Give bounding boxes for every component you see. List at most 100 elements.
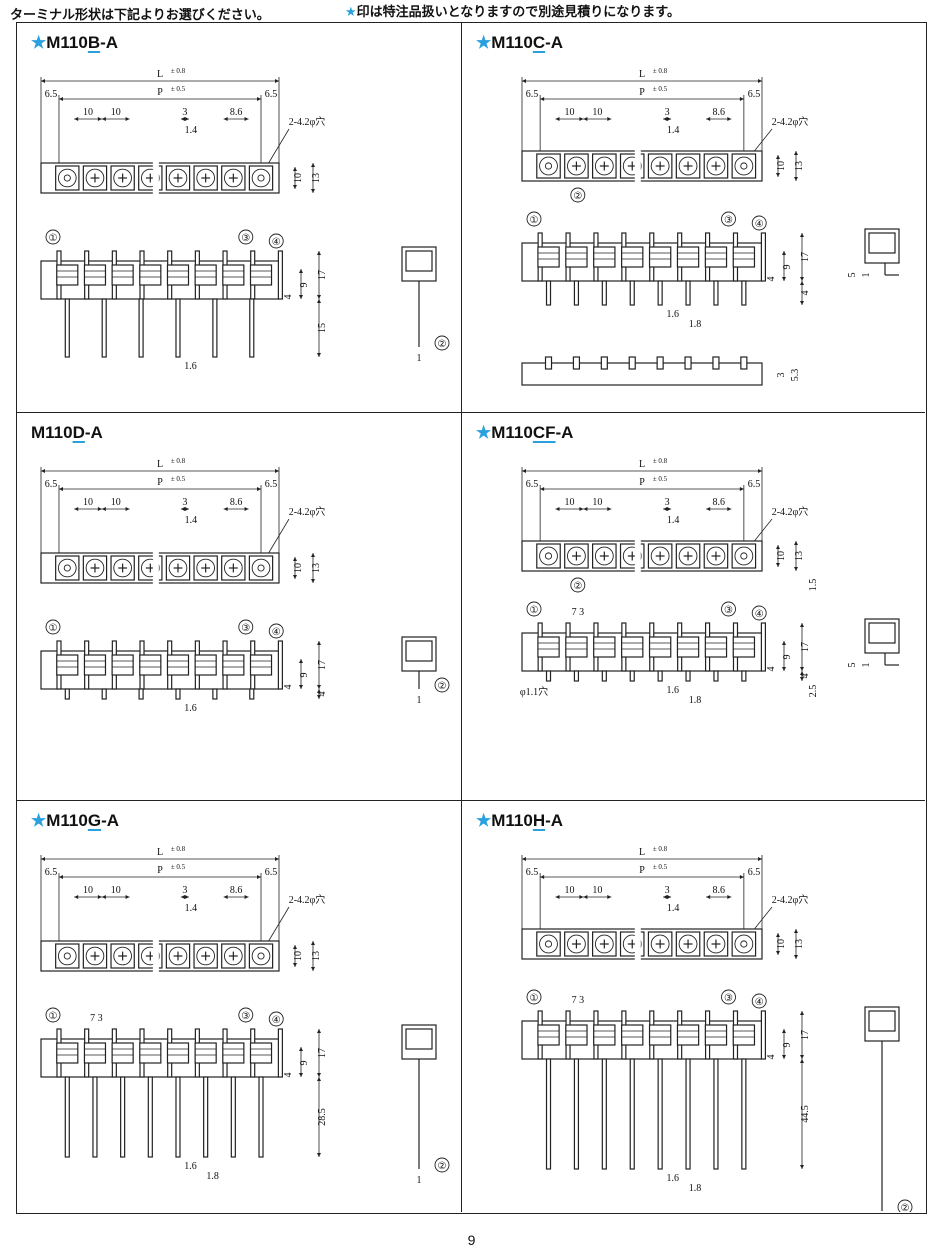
lead-pin [212, 688, 218, 700]
end-view-window [868, 1010, 896, 1032]
callout-3-circle [721, 211, 736, 227]
screw-side [139, 1042, 162, 1064]
dim-hole-label: 2-4.2φ穴 [772, 115, 809, 128]
callout-1: ① [530, 605, 539, 616]
lead-pin [629, 670, 635, 682]
dim-h4-label: 4 [766, 1055, 777, 1060]
end-view-window [405, 640, 433, 662]
dim-h4-label: 4 [283, 1073, 294, 1078]
dim-bottom-3-label: 3 [776, 373, 787, 378]
dim-lead-label: 28.5 [317, 1108, 328, 1126]
callout-2-circle [434, 677, 450, 693]
dim-pitch-1-label: 10 [564, 497, 574, 508]
lead-pin [545, 1058, 552, 1170]
screw-side [676, 636, 700, 658]
mount-hole-hole [544, 940, 553, 948]
dim-1-6-label: 1.6 [184, 703, 197, 714]
dim-2-5-label: 2.5 [808, 685, 819, 698]
bottom-pin [628, 356, 636, 370]
end-view-window [868, 232, 896, 254]
plan-break [152, 939, 159, 973]
callout-4-circle [268, 623, 284, 639]
star-icon: ★ [476, 811, 492, 830]
lead-pin [203, 1076, 209, 1158]
dim-h17-label: 17 [317, 660, 328, 670]
lead-pin [713, 1058, 719, 1170]
lead-pin [573, 280, 580, 306]
dim-L-tol: ± 0.8 [171, 845, 186, 853]
callout-3-circle [238, 619, 254, 635]
dim-1-6-label: 1.6 [184, 361, 197, 372]
mount-hole-hole [63, 564, 71, 572]
dim-pitch-2-label: 10 [592, 885, 602, 896]
callout-2: ② [438, 681, 447, 692]
plan-break [634, 927, 641, 961]
star-icon: ★ [31, 33, 47, 52]
dim-L-label: L [157, 69, 163, 80]
screw-side [704, 1024, 728, 1046]
callout-1-circle [45, 229, 61, 245]
panel-title: ★M110CF-A [476, 423, 574, 442]
dim-P-label: P [639, 865, 645, 876]
dim-L-tol: ± 0.8 [653, 457, 668, 465]
callout-3: ③ [241, 233, 250, 244]
dim-pitch-2-label: 10 [111, 107, 121, 118]
callout-3: ③ [241, 623, 250, 634]
screw-side [111, 654, 134, 676]
lead-pin [249, 298, 255, 358]
lead-pin [138, 298, 144, 358]
screw-side [676, 246, 700, 268]
dim-8-6-label: 8.6 [230, 497, 243, 508]
callout-2: ② [438, 339, 447, 350]
panel-title: ★M110H-A [476, 811, 564, 830]
screw-side [83, 264, 107, 286]
lead-pin [64, 688, 70, 700]
lead-pin [657, 280, 663, 306]
callout-1: ① [49, 1011, 58, 1022]
lead-pin [741, 280, 747, 306]
dim-h4-label: 4 [766, 667, 777, 672]
dim-8-6-label: 8.6 [712, 107, 725, 118]
lead-pin [657, 670, 663, 682]
lead-pin [629, 280, 635, 306]
barrier [277, 640, 283, 690]
plan-break [634, 539, 641, 573]
bottom-pin [572, 356, 581, 370]
lead-pin [64, 298, 70, 358]
panel-title: M110D-A [31, 423, 103, 442]
dim-L-tol: ± 0.8 [171, 67, 186, 75]
callout-4-circle [751, 993, 767, 1009]
screw-side [249, 264, 273, 286]
dim-3-label: 3 [182, 107, 187, 118]
dim-end-right: 6.5 [748, 867, 761, 878]
lead-pin [713, 670, 719, 682]
dim-3-arrows [180, 507, 189, 511]
dim-bottom-5-3-label: 5.3 [790, 369, 801, 382]
callout-4-circle [268, 1011, 284, 1027]
dim-1-6-label: 1.6 [666, 1173, 679, 1184]
screw-side [194, 654, 217, 676]
callout-2: ② [573, 581, 582, 592]
dim-end-left: 6.5 [45, 479, 58, 490]
mount-hole-hole [544, 162, 553, 170]
callout-4: ④ [272, 627, 281, 638]
dim-L-tol: ± 0.8 [653, 67, 668, 75]
dim-1-4-label: 1.4 [185, 903, 198, 914]
lead-pin [258, 1076, 264, 1158]
barrier [760, 622, 766, 672]
dim-1-6-label: 1.6 [184, 1161, 197, 1172]
dim-end-left: 6.5 [45, 867, 58, 878]
dim-5-label: 5 [847, 273, 858, 278]
screw-side [166, 654, 190, 676]
barrier [760, 1010, 766, 1060]
screw-side [648, 636, 672, 658]
terminal-selection-note: ターミナル形状は下記よりお選びください。 [10, 8, 270, 23]
dim-h4-label: 4 [283, 295, 294, 300]
